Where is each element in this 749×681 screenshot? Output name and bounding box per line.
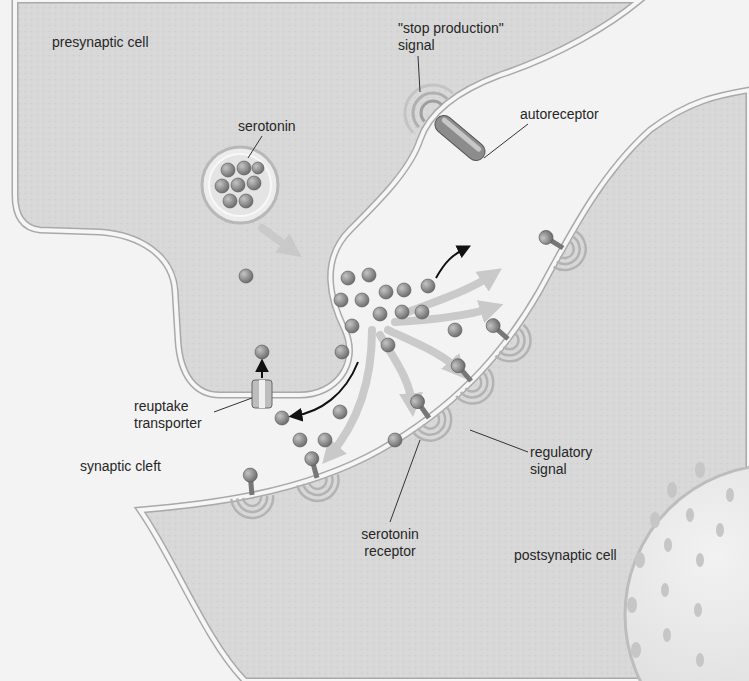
nuclear-pores — [627, 462, 734, 667]
nucleus — [625, 465, 749, 681]
serotonin-molecule — [215, 161, 264, 208]
receptor-label: autoreceptor — [520, 106, 630, 123]
flow-arrow — [262, 228, 492, 455]
vesicle — [202, 147, 278, 223]
transporter-symbol — [252, 380, 272, 408]
serotonin-molecule — [239, 268, 462, 447]
leader-line — [214, 56, 528, 522]
transporter-label: reuptake transporter — [134, 398, 218, 432]
movement-arrow — [262, 248, 466, 416]
cell-label: presynaptic cell — [52, 34, 202, 51]
autoreceptor-symbol — [431, 112, 489, 164]
postsynaptic-cell — [140, 90, 749, 681]
region-label: synaptic cleft — [80, 458, 210, 475]
signal-label: "stop production" signal — [398, 20, 522, 54]
signal-label: regulatory signal — [530, 444, 610, 478]
molecule-label: serotonin — [238, 118, 328, 135]
cell-label: postsynaptic cell — [514, 547, 664, 564]
receptor-label: serotonin receptor — [352, 526, 428, 560]
